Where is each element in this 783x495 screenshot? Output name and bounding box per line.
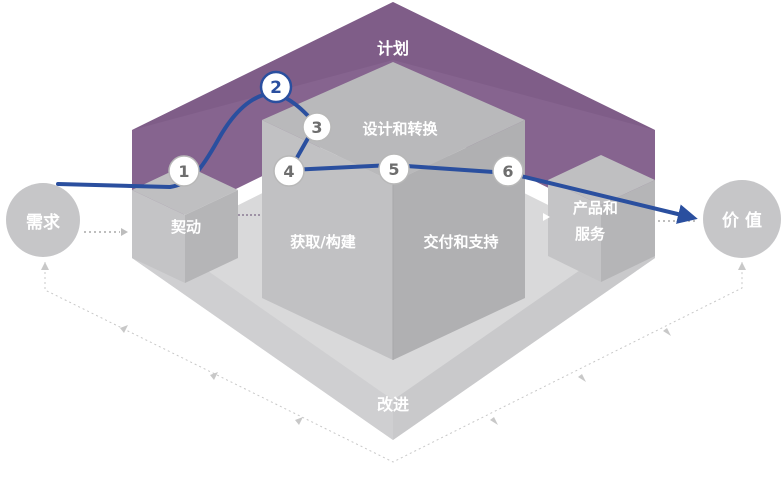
step-2: 2: [259, 70, 293, 104]
step-3: 3: [302, 112, 332, 142]
deliver-support-label: 交付和支持: [423, 233, 498, 251]
demand-label: 需求: [26, 212, 60, 233]
plan-roof: [132, 2, 655, 240]
step-4: 4: [273, 155, 305, 187]
step-5: 5: [378, 153, 410, 185]
obtain-build-label: 获取/构建: [290, 233, 356, 251]
step-5-number: 5: [388, 160, 399, 179]
step-2-number: 2: [270, 78, 282, 98]
products-services-line-1: 产品和: [573, 199, 618, 217]
step-1: 1: [168, 155, 200, 187]
step-1-number: 1: [178, 162, 189, 181]
step-4-number: 4: [283, 162, 294, 181]
step-3-number: 3: [311, 118, 322, 137]
improvement-loop: [41, 262, 746, 463]
loop-arrow: [295, 417, 303, 425]
step-6: 6: [492, 155, 524, 187]
input-arrow-products: [543, 213, 550, 221]
loop-arrow: [663, 328, 671, 336]
value-node: [658, 180, 781, 258]
loop-arrow: [578, 374, 586, 382]
central-cube: [262, 62, 525, 360]
loop-arrow: [120, 325, 128, 333]
engage-label: 契动: [170, 218, 201, 236]
loop-arrow-left-top: [41, 262, 49, 270]
demand-node: [6, 183, 128, 257]
value-label: 价 值: [722, 210, 762, 231]
loop-arrow-right-top: [738, 262, 746, 270]
loop-arrow: [490, 417, 498, 425]
step-6-number: 6: [502, 162, 513, 181]
plan-label: 计划: [377, 39, 409, 58]
products-services-line-2: 服务: [575, 225, 606, 243]
loop-arrow: [210, 372, 218, 380]
design-transition-label: 设计和转换: [362, 120, 438, 138]
products-services-label: 产品和 服务: [573, 199, 623, 243]
improve-label: 改进: [377, 395, 409, 414]
products-services-cube: [548, 155, 655, 282]
engage-cube: [132, 165, 238, 283]
